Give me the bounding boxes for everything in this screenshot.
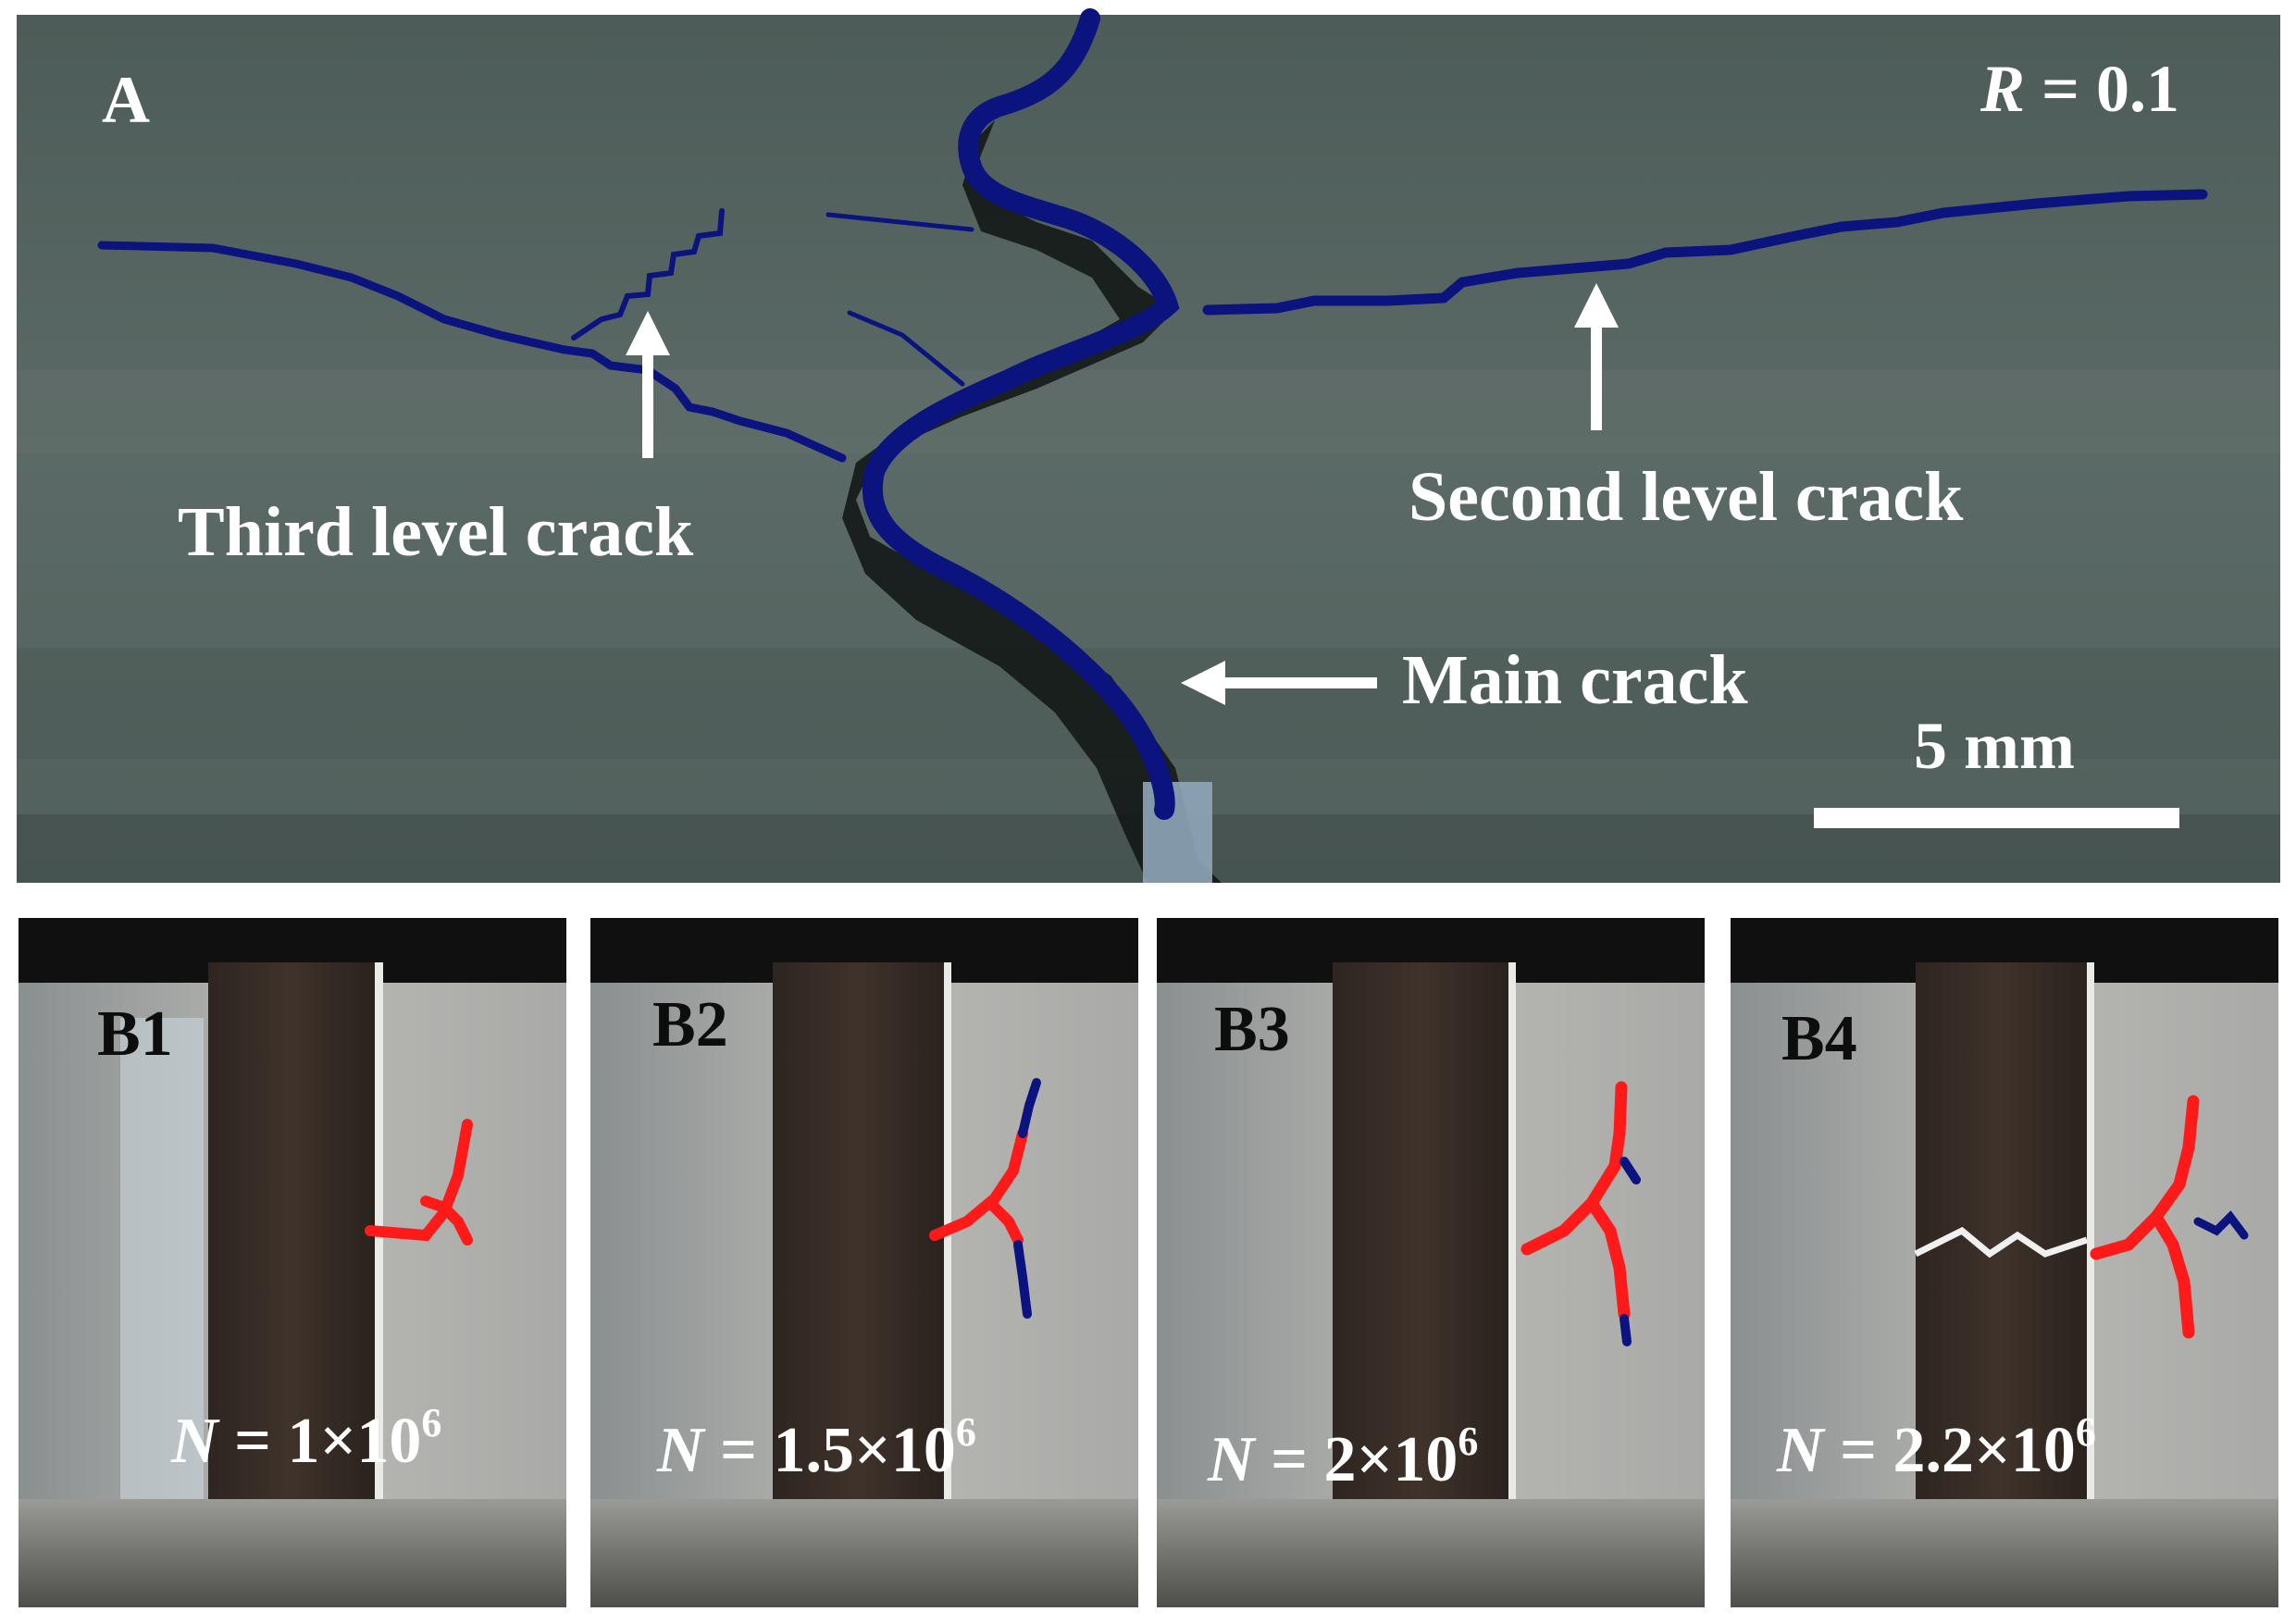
main-crack-label: Main crack: [1402, 641, 1748, 719]
third-level-branch: [571, 208, 725, 341]
panel-b4-label: B4: [1781, 1003, 1857, 1074]
panel-a-label: A: [102, 63, 150, 137]
main-crack-gap: [842, 120, 1222, 883]
second-level-label: Second level crack: [1409, 458, 1964, 536]
b3-crack-trace-blue: [1620, 1157, 1641, 1184]
short-crack-2: [847, 310, 965, 387]
scale-bar: [1814, 808, 2179, 828]
stress-ratio: R = 0.1: [1980, 52, 2179, 126]
b2-crack-trace-blue: [1018, 1078, 1041, 1138]
panel-b3: B3 N = 2×106: [1157, 918, 1705, 1607]
panel-b2: B2 N = 1.5×106: [590, 918, 1138, 1607]
panel-b1-label: B1: [97, 998, 173, 1070]
panel-b2-label: B2: [652, 989, 728, 1060]
b4-crack-trace-red: [2090, 1095, 2200, 1260]
panel-b1-cycles: N = 1×106: [170, 1400, 441, 1477]
panel-b3-label: B3: [1214, 994, 1290, 1065]
third-level-label: Third level crack: [178, 493, 694, 571]
short-crack-1: [825, 212, 974, 232]
main-crack-trace: [862, 8, 1180, 820]
panel-b1: B1 N = 1×106: [19, 918, 566, 1607]
panel-a: A R = 0.1 Third level crack Second level…: [17, 8, 2280, 883]
panel-b4: B4 N = 2.2×106: [1731, 918, 2278, 1607]
second-level-crack-trace: [1202, 189, 2208, 316]
panel-b2-cycles: N = 1.5×106: [656, 1409, 976, 1486]
b3-crack-trace-red: [1520, 1081, 1628, 1256]
b2-crack-trace-red: [929, 1128, 1028, 1241]
scale-bar-label: 5 mm: [1914, 709, 2075, 783]
b4-crack-trace-blue: [2193, 1210, 2249, 1240]
panel-b3-cycles: N = 2×106: [1207, 1419, 1478, 1495]
panel-b4-cycles: N = 2.2×106: [1776, 1409, 2096, 1486]
third-level-crack-trace: [97, 241, 847, 463]
